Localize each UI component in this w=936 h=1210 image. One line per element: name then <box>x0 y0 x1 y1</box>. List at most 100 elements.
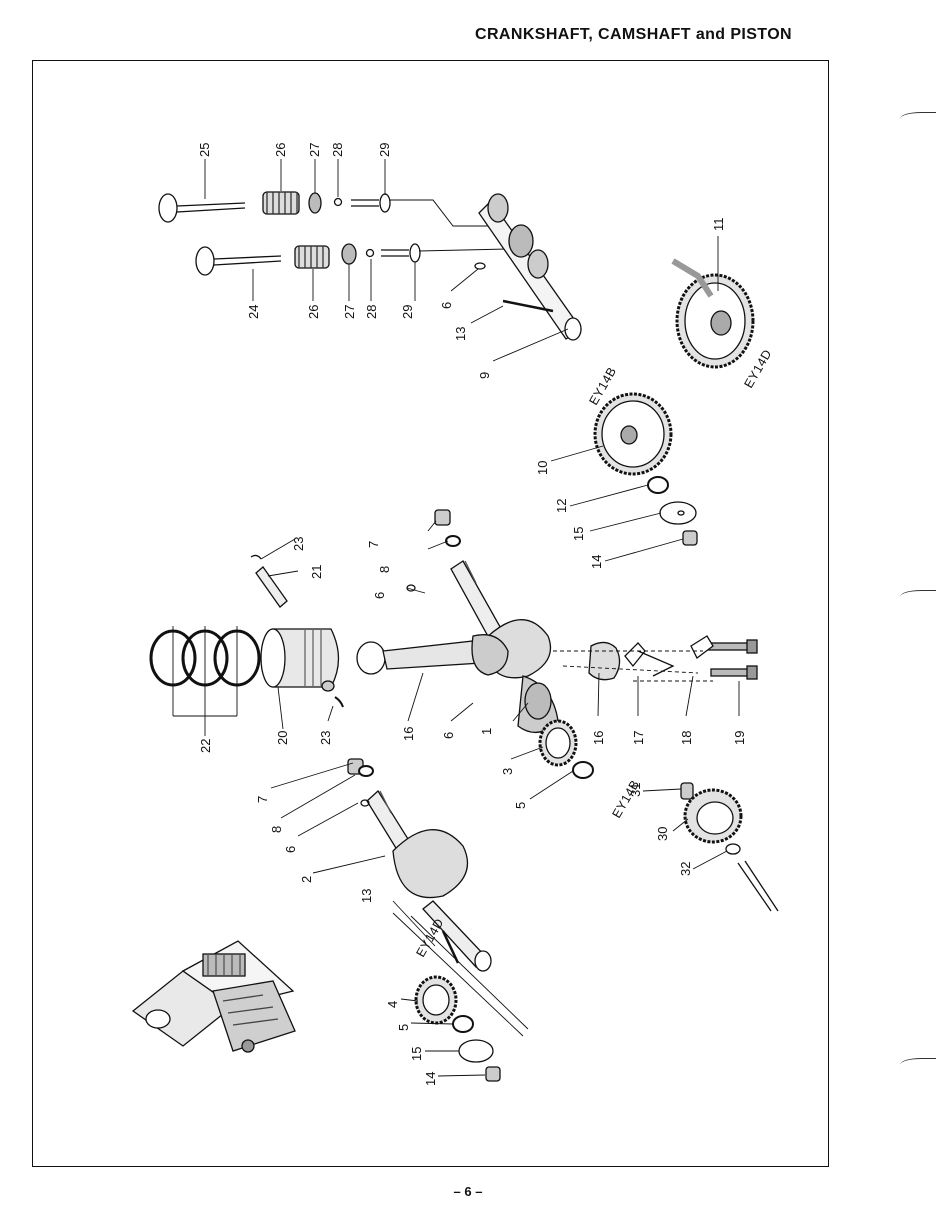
plug-bolt <box>682 530 698 546</box>
part-label: 21 <box>309 565 324 579</box>
part-label: 14 <box>589 555 604 569</box>
part-label: 32 <box>678 862 693 876</box>
part-label: 1 <box>479 728 494 735</box>
part-label: 8 <box>269 826 284 833</box>
scan-edge-mark <box>900 590 936 601</box>
part-label: 5 <box>396 1024 411 1031</box>
part-label: 27 <box>342 305 357 319</box>
rod-bolt-lower <box>710 665 758 680</box>
tappet-top <box>351 193 391 213</box>
part-label: 26 <box>273 143 288 157</box>
part-labels: 25 26 27 28 29 24 26 27 28 29 6 13 9 11 … <box>197 143 747 1086</box>
cam-gear-ey14d <box>671 258 755 369</box>
scan-edge-mark <box>900 112 936 123</box>
cam-gear-ey14b <box>593 392 673 476</box>
intake-valve <box>195 246 282 276</box>
washer-plate <box>659 501 697 525</box>
part-label: 7 <box>255 796 270 803</box>
spring-retainer-top <box>308 192 322 214</box>
lock-plate <box>624 642 675 677</box>
part-label: 20 <box>275 731 290 745</box>
part-label: 15 <box>571 527 586 541</box>
part-label: 16 <box>401 727 416 741</box>
part-label: 18 <box>679 731 694 745</box>
retainer-lock-bottom <box>365 248 375 258</box>
valve-spring-top <box>262 191 300 215</box>
spring-retainer-bottom <box>341 243 357 265</box>
page-title: CRANKSHAFT, CAMSHAFT and PISTON <box>475 26 792 43</box>
page-number: – 6 – <box>453 1184 483 1199</box>
part-label: 26 <box>306 305 321 319</box>
cam-pin <box>474 262 486 270</box>
part-label: 6 <box>283 846 298 853</box>
governor-shaft <box>737 860 779 912</box>
valve-spring-bottom <box>294 245 330 269</box>
part-label: 19 <box>732 731 747 745</box>
crankshaft-ey14d <box>347 758 492 972</box>
part-label: 15 <box>409 1047 424 1061</box>
engine-key-thumbnail <box>131 940 296 1053</box>
leader-lines <box>172 159 740 1077</box>
part-label: 28 <box>330 143 345 157</box>
part-label: 6 <box>441 732 456 739</box>
part-label: 22 <box>198 739 213 753</box>
part-label: 23 <box>291 537 306 551</box>
part-label: 5 <box>513 802 528 809</box>
part-label: 29 <box>377 143 392 157</box>
part-label: 4 <box>385 1001 400 1008</box>
rod-cap <box>588 641 621 681</box>
tappet-bottom <box>381 243 421 263</box>
piston <box>260 628 340 692</box>
part-label: 6 <box>439 302 454 309</box>
part-label: 29 <box>400 305 415 319</box>
part-label: 31 <box>628 783 643 797</box>
part-label: 14 <box>423 1072 438 1086</box>
retainer-lock-top <box>333 197 343 207</box>
part-label: 6 <box>372 592 387 599</box>
part-label: 11 <box>711 218 726 232</box>
exploded-view-frame: 25 26 27 28 29 24 26 27 28 29 6 13 9 11 … <box>32 60 829 1167</box>
crank-washer-plate <box>458 1039 494 1063</box>
connecting-rod <box>356 634 509 676</box>
crank-key-lower <box>441 930 460 964</box>
part-label: 3 <box>500 768 515 775</box>
pin-clip-lower <box>334 696 344 708</box>
part-label: 12 <box>554 499 569 513</box>
crankshaft-ey14b <box>434 509 559 733</box>
part-label: 17 <box>631 731 646 745</box>
governor-washer <box>725 843 741 855</box>
governor-gear <box>683 788 743 844</box>
oil-dipper <box>690 635 714 659</box>
part-label: 13 <box>359 889 374 903</box>
part-label: 23 <box>318 731 333 745</box>
crank-washer-ey14d <box>452 1015 474 1033</box>
exploded-parts-diagram: 25 26 27 28 29 24 26 27 28 29 6 13 9 11 … <box>131 143 779 1086</box>
part-label: 8 <box>377 566 392 573</box>
exhaust-valve-top <box>158 193 246 223</box>
crank-washer-ey14b <box>572 761 594 779</box>
crank-gear-ey14b <box>538 719 578 767</box>
part-label: 28 <box>364 305 379 319</box>
part-label: 25 <box>197 143 212 157</box>
crank-gear-ey14d <box>414 975 458 1025</box>
thrust-washer <box>647 476 669 494</box>
crank-plug-bolt <box>485 1066 501 1082</box>
part-label: 7 <box>366 541 381 548</box>
part-label: 24 <box>246 305 261 319</box>
part-label: 30 <box>655 827 670 841</box>
part-label: 10 <box>535 461 550 475</box>
part-label: 13 <box>453 327 468 341</box>
cam-key <box>502 299 554 313</box>
piston-pin <box>255 566 288 608</box>
scan-edge-mark <box>900 1058 936 1069</box>
model-label: EY14D <box>741 347 774 390</box>
part-label: 27 <box>307 143 322 157</box>
pin-clip-upper <box>250 554 262 560</box>
part-label: 16 <box>591 731 606 745</box>
crank-pin-lower <box>360 799 370 807</box>
part-label: 9 <box>477 372 492 379</box>
camshaft <box>478 193 582 341</box>
model-label: EY14B <box>609 778 642 821</box>
model-label: EY14D <box>413 916 446 959</box>
governor-sleeve <box>680 782 694 800</box>
